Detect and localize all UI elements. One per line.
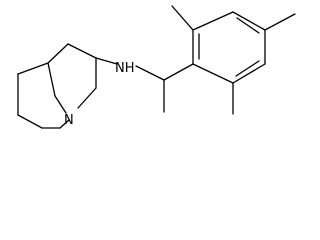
double-bond-inner (236, 17, 260, 34)
bond (163, 63, 194, 81)
bond (17, 62, 49, 75)
amine-linker (95, 57, 194, 113)
bond (264, 13, 296, 31)
amine-nh-label: NH (115, 61, 135, 76)
bond (59, 119, 70, 129)
bond (232, 63, 266, 84)
ring-nitrogen-label: N (64, 113, 74, 128)
bond (192, 63, 234, 84)
bond (17, 114, 43, 129)
quinuclidine-ring (17, 43, 97, 129)
bond (47, 43, 69, 64)
bond (67, 43, 97, 59)
methyl-groups (171, 5, 296, 115)
bond (95, 57, 118, 65)
bond (135, 65, 165, 81)
bond (192, 11, 234, 31)
double-bond-inner (235, 60, 260, 77)
bond (77, 87, 97, 109)
bond (54, 95, 67, 114)
molecule-diagram: NH N (17, 5, 296, 129)
bond (171, 5, 194, 31)
bond (47, 62, 56, 97)
mesityl-ring (192, 11, 266, 84)
bond (232, 11, 266, 31)
